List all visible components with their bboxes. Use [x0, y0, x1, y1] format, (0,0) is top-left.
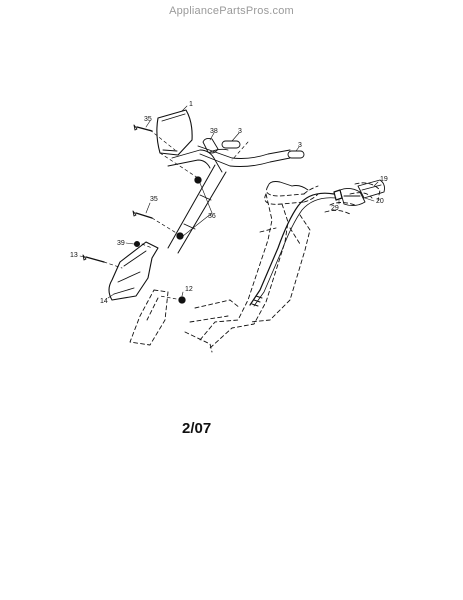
part-39-nut: [133, 240, 141, 248]
part-14-bracket: [108, 241, 159, 301]
part-3a-grip-sleeve: [221, 140, 241, 149]
callout-12: 12: [185, 286, 193, 293]
callout-39: 39: [117, 240, 125, 247]
part-35a-bolt: [133, 124, 153, 132]
right-handlebar-top: [267, 181, 309, 191]
part-35b-bolt: [132, 210, 153, 219]
callout-3b: 3: [298, 142, 302, 149]
right-handle-frame-dashed: [184, 182, 381, 353]
control-cable: [249, 192, 337, 307]
callout-13: 13: [70, 252, 78, 259]
callout-35b: 35: [150, 196, 158, 203]
callout-1: 1: [189, 101, 193, 108]
date-code: 2/07: [182, 420, 212, 437]
callout-20: 20: [376, 198, 384, 205]
part-29-clip: [333, 189, 343, 201]
assembly-guide-lines: [103, 129, 249, 301]
part-3b-grip-sleeve: [287, 150, 305, 159]
callout-35a: 35: [144, 116, 152, 123]
lower-leg-dashed: [129, 289, 169, 346]
leader-lines: [79, 105, 379, 299]
callout-38: 38: [210, 128, 218, 135]
callout-29: 29: [331, 205, 339, 212]
callout-3a: 3: [238, 128, 242, 135]
part-36-nut-upper: [194, 176, 202, 184]
part-19-grip: [357, 179, 385, 199]
callout-19: 19: [380, 176, 388, 183]
callout-36: 36: [208, 213, 216, 220]
callout-14: 14: [100, 298, 108, 305]
handlebar-upper: [197, 145, 291, 167]
handle-upper-tube: [167, 149, 223, 173]
part-20-lever: [339, 187, 366, 207]
part-1-cover: [156, 109, 193, 156]
watermark: AppliancePartsPros.com: [169, 5, 294, 17]
part-38-grip: [202, 137, 219, 154]
part-13-bolt: [82, 254, 105, 263]
